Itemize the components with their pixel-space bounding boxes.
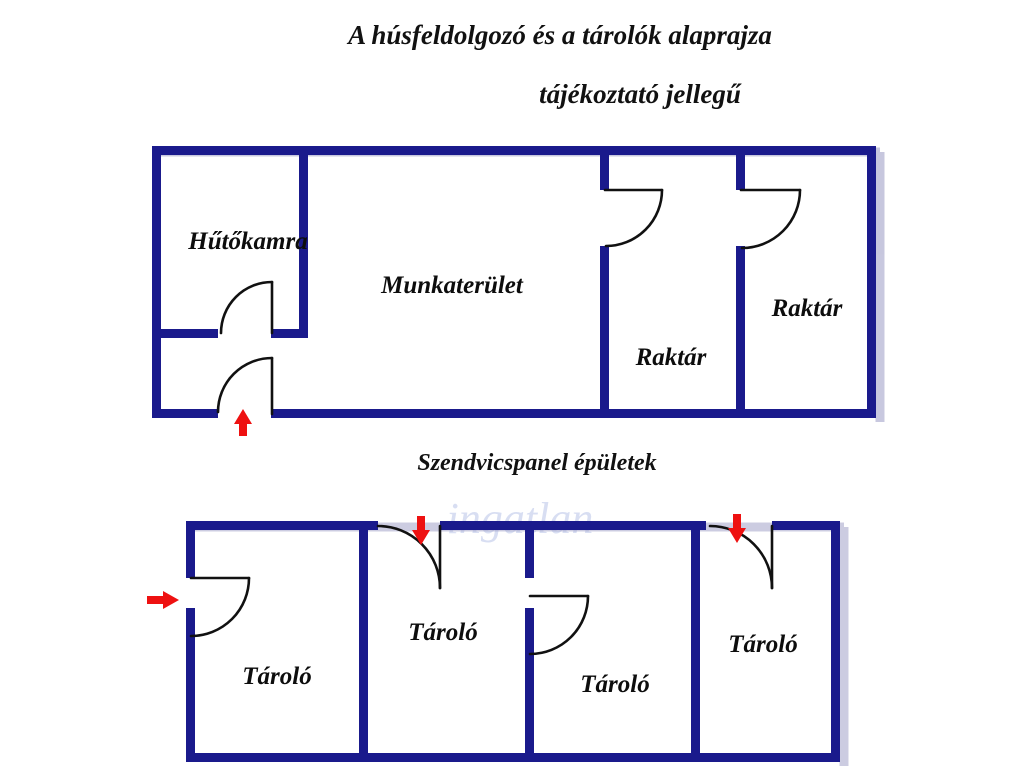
door-raktar-kozep [603,188,664,248]
door-tarolo-3 [528,594,590,656]
upper-building: Hűtőkamra Munkaterület Raktár Raktár [152,146,885,436]
section-label-szendvicspanel: Szendvicspanel épületek [417,450,656,476]
door-tarolo-4 [708,524,774,590]
door-main-entrance [216,356,274,416]
door-tarolo-1 [189,576,251,638]
room-label-tarolo-4: Tároló [728,631,797,658]
entry-arrow-down-1-icon [412,516,430,545]
watermark-text: ingatlan [447,494,594,543]
entry-arrow-right-icon [147,591,179,609]
door-raktar-jobb [739,188,802,250]
entry-arrow-down-2-icon [728,514,746,543]
door-tarolo-2 [376,524,442,590]
room-label-raktar-jobb: Raktár [771,295,843,322]
room-label-tarolo-1: Tároló [242,663,311,690]
lower-building: Tároló Tároló Tároló Tároló [147,514,849,766]
entry-arrow-up-icon [234,409,252,436]
room-label-raktar-kozep: Raktár [635,344,707,371]
door-hutokamra [219,280,274,335]
room-label-munkaterulet: Munkaterület [380,272,524,299]
room-label-hutokamra: Hűtőkamra [187,228,307,255]
plan-title-line-2: tájékoztató jellegű [539,79,742,109]
plan-title-line-1: A húsfeldolgozó és a tárolók alaprajza [346,20,772,50]
room-label-tarolo-2: Tároló [408,619,477,646]
upper-walls [152,146,876,418]
lower-walls [186,521,840,762]
room-label-tarolo-3: Tároló [580,671,649,698]
